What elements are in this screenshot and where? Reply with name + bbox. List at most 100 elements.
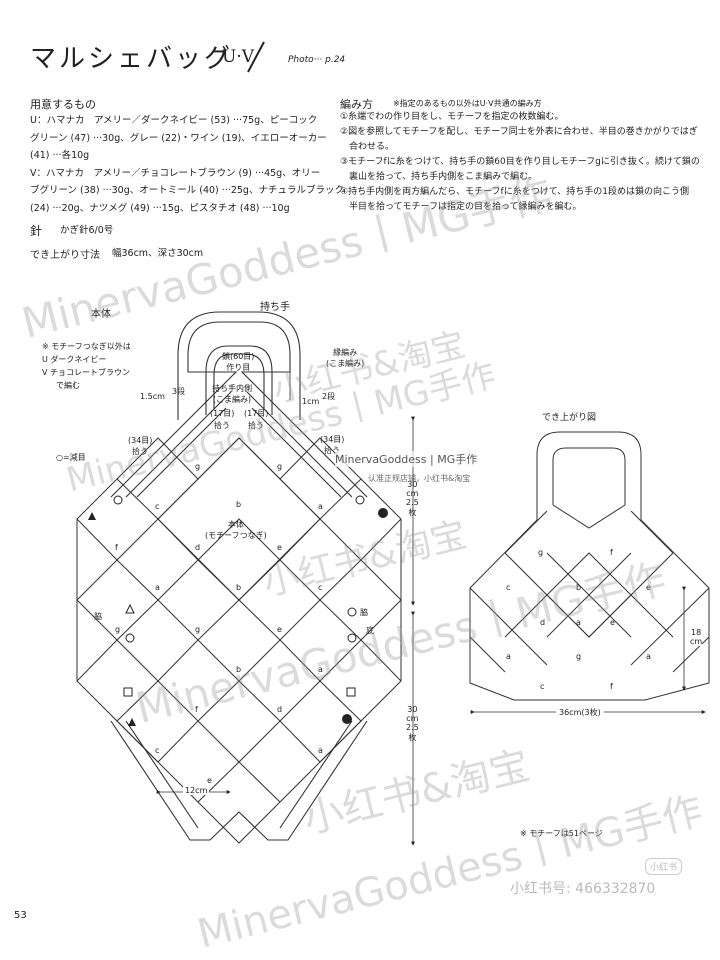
decrease-legend: ○=減目 (56, 453, 86, 462)
color-note-line: で編む (56, 381, 80, 390)
motif-label: e (277, 625, 282, 634)
dim-count-unit: 枚 (408, 508, 417, 517)
method-heading: 編み方 (340, 98, 373, 111)
center-subtitle: (モチーフつなぎ) (205, 531, 267, 540)
motif-label: f (195, 705, 198, 714)
body-label: 本体 (91, 309, 111, 320)
inner-label: 持ち手内側 (こま編み) (212, 383, 252, 405)
motif-label: f (115, 543, 118, 552)
dim-12cm: 12cm (183, 786, 210, 795)
finished-motif: a (576, 618, 581, 627)
finished-motif: b (576, 583, 582, 592)
finished-motif: a (506, 652, 511, 661)
motif-label: a (318, 665, 323, 674)
dim-count-unit: 枚 (408, 733, 417, 742)
side-label-right: 脇 (360, 608, 368, 617)
method-step: ②図を参照してモチーフを配し、モチーフ同士を外表に合わせ、半目の巻きかがりではぎ (340, 127, 698, 137)
method-step: ①糸端でわの作り目をし、モチーフを指定の枚数編む。 (340, 112, 564, 122)
motif-label: d (277, 705, 283, 714)
finished-motif: a (646, 652, 651, 661)
motif-label: c (318, 583, 323, 592)
size-value: 幅36cm、深さ30cm (112, 248, 204, 259)
motif-label: c (155, 502, 160, 511)
center-label: 本体 (モチーフつなぎ) (205, 519, 267, 541)
method-step: ④持ち手内側を両方編んだら、モチーフfに糸をつけて、持ち手の1段めは鎖の向こう側 (340, 187, 689, 197)
watermark-id: 小红书号: 466332870 (510, 881, 656, 897)
finished-motif: f (610, 682, 613, 691)
edge-name: 縁編み (333, 348, 358, 357)
finished-height-value: 18 (691, 628, 702, 637)
finished-bag (469, 431, 710, 701)
materials-line: グリーン (47) ···30g、グレー (22)・ワイン (19)、イエローオ… (30, 132, 327, 144)
inner-stitch: (こま編み) (212, 395, 252, 404)
variant-label: U·V (222, 47, 255, 67)
chain-count: 鎖(60目) (222, 352, 255, 361)
finished-height: 18 cm (690, 628, 703, 646)
motif-label: g (195, 625, 201, 634)
finished-motif: g (576, 652, 582, 661)
motif-label: g (115, 625, 121, 634)
motif-label: a (318, 746, 323, 755)
color-note-line: U ダークネイビー (42, 355, 107, 364)
outer-edge (110, 321, 368, 498)
pick-label: 拾う (324, 446, 340, 455)
finished-motif: c (540, 682, 545, 691)
pick-17-left: (17目) (210, 409, 235, 418)
method-steps: ①糸端でわの作り目をし、モチーフを指定の枚数編む。 ②図を参照してモチーフを配し… (340, 110, 700, 215)
finished-motif: g (538, 548, 544, 557)
motif-grid (76, 437, 402, 844)
rows-3: 3段 (172, 387, 186, 396)
handle-label: 持ち手 (260, 302, 290, 313)
pick-label: 拾う (248, 421, 264, 430)
handle-inner2 (213, 353, 265, 410)
method-step: 半目を拾ってモチーフは指定の目を拾って縁編みを編む。 (340, 202, 582, 212)
photo-reference: Photo··· p.24 (288, 55, 346, 65)
materials-line: (41) ···各10g (30, 150, 90, 161)
bag-diagram (76, 311, 710, 846)
motif-label: b (236, 500, 242, 509)
method-step: 裏山を拾って、持ち手内側をこま編みで編む。 (340, 172, 538, 182)
motif-label: a (318, 502, 323, 511)
finished-height-unit: cm (690, 637, 703, 646)
chain-note: 作り目 (226, 363, 251, 372)
pick-34-right: (34目) (320, 435, 345, 444)
handle-inner (205, 345, 273, 415)
size-heading: でき上がり寸法 (30, 250, 100, 261)
motif-label: g (277, 462, 283, 471)
materials-line: ブグリーン (38) ···30g、オートミール (40) ···25g、ナチュ… (30, 185, 344, 196)
inner-name: 持ち手内側 (212, 384, 252, 393)
dim-count: 2.5 (406, 723, 419, 732)
pick-label: 拾う (132, 447, 148, 456)
dim-1cm: 1cm (302, 397, 320, 406)
handle-outer (177, 311, 301, 420)
motif-label: d (195, 543, 201, 552)
bottom-edge (110, 720, 368, 841)
motif-reference: ※ モチーフは51ページ (520, 829, 603, 838)
dim-30-top: 30 cm 2.5 枚 (406, 480, 419, 518)
center-title: 本体 (227, 520, 244, 529)
page-title: マルシェバッグ (30, 44, 234, 74)
edge-label: 縁編み (こま編み) (326, 347, 364, 369)
color-note-line: V チョコレートブラウン (42, 368, 131, 377)
watermark-label: MinervaGoddess | MG手作 (335, 451, 478, 467)
method-note: ※指定のあるもの以外はU·V共通の編み方 (393, 99, 542, 108)
needle-value: かぎ針6/0号 (60, 225, 114, 236)
finished-motif: c (506, 583, 511, 592)
dim-value: 30 (407, 705, 418, 714)
needle-heading: 針 (30, 224, 43, 238)
materials-heading: 用意するもの (30, 98, 96, 111)
dim-count: 2.5 (406, 498, 419, 507)
materials-line: V：ハマナカ アメリー／チョコレートブラウン (9) ···45g、オリー (30, 167, 321, 179)
finished-motif: d (540, 618, 546, 627)
side-markers (88, 495, 388, 726)
page-number: 53 (14, 910, 27, 921)
edge-stitch: (こま編み) (326, 359, 365, 368)
materials-line: U：ハマナカ アメリー／ダークネイビー (53) ···75g、ピーコック (30, 115, 318, 126)
materials-line: (24) ···20g、ナツメグ (49) ···15g、ピスタチオ (48) … (30, 202, 290, 214)
finished-motif: e (646, 583, 651, 592)
materials-list: U：ハマナカ アメリー／ダークネイビー (53) ···75g、ピーコック グリ… (30, 112, 344, 217)
motif-label: a (155, 583, 160, 592)
color-note: ※ モチーフつなぎ以外は U ダークネイビー V チョコレートブラウン で編む (42, 340, 131, 392)
pick-label: 拾う (214, 421, 230, 430)
bottom-label: 底 (366, 626, 374, 635)
